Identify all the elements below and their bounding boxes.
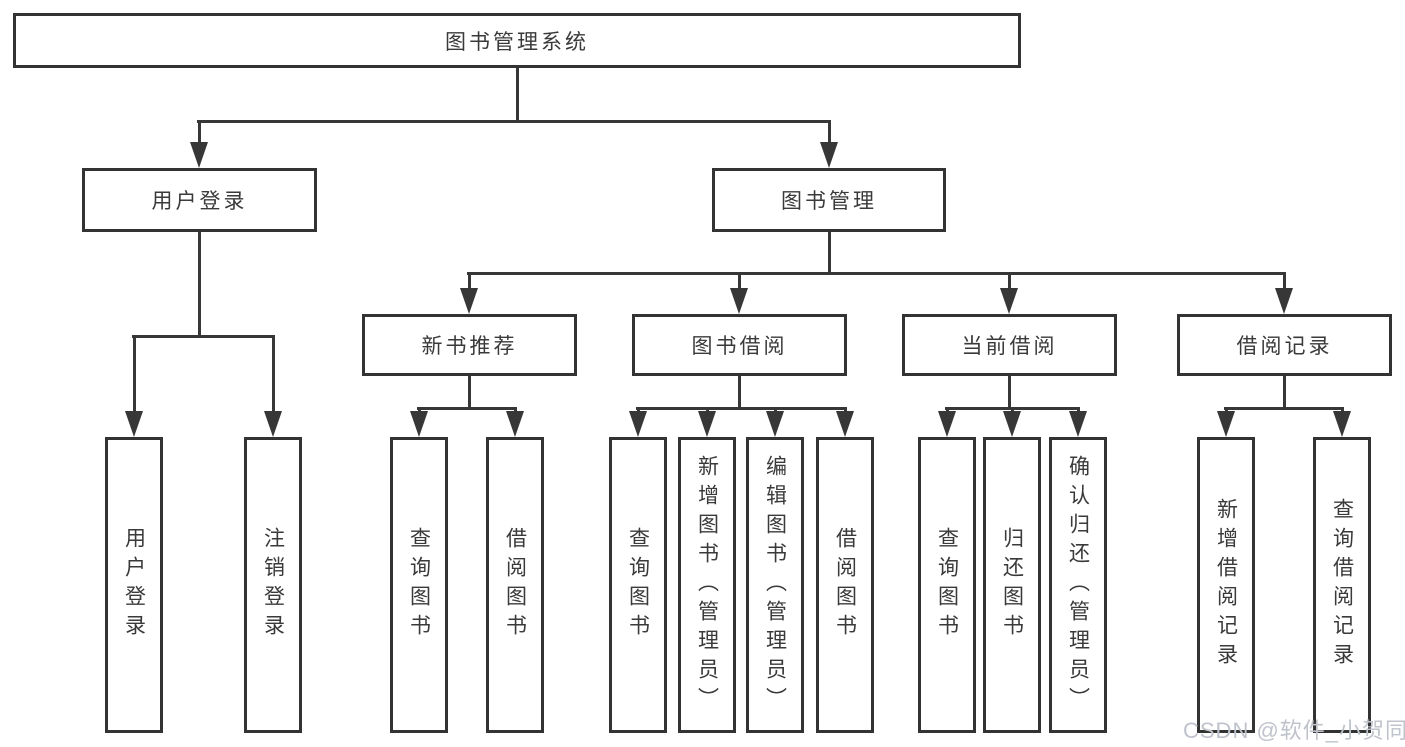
connector-drop-user-login xyxy=(198,120,201,150)
arrowhead-group xyxy=(460,288,478,314)
leaf-label: 新增图书（管理员） xyxy=(695,454,719,716)
arrowhead-group xyxy=(1275,288,1293,314)
leaf-label: 查询图书 xyxy=(407,527,431,643)
leaf-label: 确认归还（管理员） xyxy=(1066,454,1090,716)
connector-group-stem xyxy=(1008,376,1011,410)
leaf-borrow-books: 借阅图书 xyxy=(816,437,874,733)
csdn-watermark: CSDN @软件_小贺同学 xyxy=(1183,718,1405,743)
node-system-root: 图书管理系统 xyxy=(13,13,1021,68)
leaf-edit-books-admin: 编辑图书（管理员） xyxy=(746,437,804,733)
arrowhead-leaf xyxy=(698,411,716,437)
connector-book-mgmt-stem xyxy=(828,232,831,275)
connector-drop-group xyxy=(1283,272,1286,298)
node-current-borrow: 当前借阅 xyxy=(902,314,1117,376)
node-new-book-recommend: 新书推荐 xyxy=(362,314,577,376)
arrowhead-leaf xyxy=(1069,411,1087,437)
leaf-confirm-return-admin: 确认归还（管理员） xyxy=(1049,437,1107,733)
node-current-borrow-label: 当前借阅 xyxy=(961,335,1058,358)
leaf-label: 新增借阅记录 xyxy=(1214,498,1238,672)
node-book-borrow: 图书借阅 xyxy=(632,314,847,376)
leaf-label: 归还图书 xyxy=(1000,527,1024,643)
node-user-login: 用户登录 xyxy=(82,168,317,232)
arrowhead-leaf xyxy=(938,411,956,437)
connector-user-login-stem xyxy=(198,232,201,338)
leaf-label: 查询借阅记录 xyxy=(1330,498,1354,672)
connector-drop-group xyxy=(468,272,471,298)
leaf-label: 查询图书 xyxy=(626,527,650,643)
connector-drop-group xyxy=(738,272,741,298)
arrowhead-group xyxy=(1000,288,1018,314)
leaf-label: 编辑图书（管理员） xyxy=(763,454,787,716)
node-borrow-records-label: 借阅记录 xyxy=(1236,335,1333,358)
arrowhead-leaf xyxy=(125,411,143,437)
leaf-return-books: 归还图书 xyxy=(983,437,1041,733)
leaf-query-books-recommend: 查询图书 xyxy=(390,437,448,733)
connector-drop-leaf xyxy=(133,335,136,420)
node-new-book-recommend-label: 新书推荐 xyxy=(421,335,518,358)
arrowhead-leaf xyxy=(1333,411,1351,437)
node-system-root-label: 图书管理系统 xyxy=(445,30,589,54)
connector-root-stem xyxy=(516,68,519,123)
arrowhead-leaf xyxy=(1003,411,1021,437)
arrowhead-group xyxy=(730,288,748,314)
connector-group-stem xyxy=(1283,376,1286,410)
arrowhead-leaf xyxy=(836,411,854,437)
leaf-add-borrow-record: 新增借阅记录 xyxy=(1197,437,1255,733)
node-book-management: 图书管理 xyxy=(712,168,946,232)
connector-book-mgmt-split xyxy=(467,272,1285,275)
arrowhead-leaf xyxy=(410,411,428,437)
leaf-logout: 注销登录 xyxy=(244,437,302,733)
leaf-label: 注销登录 xyxy=(261,527,285,643)
connector-group-split xyxy=(636,407,846,410)
node-borrow-records: 借阅记录 xyxy=(1177,314,1392,376)
connector-group-split xyxy=(417,407,517,410)
connector-group-stem xyxy=(738,376,741,410)
leaf-query-books-current: 查询图书 xyxy=(918,437,976,733)
connector-root-split xyxy=(197,120,831,123)
connector-group-stem xyxy=(468,376,471,410)
arrowhead-leaf xyxy=(766,411,784,437)
node-book-borrow-label: 图书借阅 xyxy=(691,335,788,358)
arrowhead-leaf xyxy=(506,411,524,437)
leaf-label: 借阅图书 xyxy=(503,527,527,643)
connector-drop-leaf xyxy=(272,335,275,420)
connector-user-login-split xyxy=(132,335,274,338)
arrowhead-leaf xyxy=(264,411,282,437)
leaf-label: 用户登录 xyxy=(122,527,146,643)
leaf-label: 借阅图书 xyxy=(833,527,857,643)
connector-drop-book-mgmt xyxy=(828,120,831,150)
arrowhead-user-login xyxy=(190,142,208,168)
leaf-query-borrow-record: 查询借阅记录 xyxy=(1313,437,1371,733)
connector-group-split xyxy=(1224,407,1343,410)
node-user-login-label: 用户登录 xyxy=(151,190,248,213)
leaf-borrow-books-recommend: 借阅图书 xyxy=(486,437,544,733)
leaf-user-login: 用户登录 xyxy=(105,437,163,733)
node-book-management-label: 图书管理 xyxy=(781,190,877,213)
arrowhead-leaf xyxy=(629,411,647,437)
leaf-add-books-admin: 新增图书（管理员） xyxy=(678,437,736,733)
arrowhead-leaf xyxy=(1217,411,1235,437)
connector-drop-group xyxy=(1008,272,1011,298)
leaf-query-books-borrow: 查询图书 xyxy=(609,437,667,733)
arrowhead-book-mgmt xyxy=(820,142,838,168)
leaf-label: 查询图书 xyxy=(935,527,959,643)
